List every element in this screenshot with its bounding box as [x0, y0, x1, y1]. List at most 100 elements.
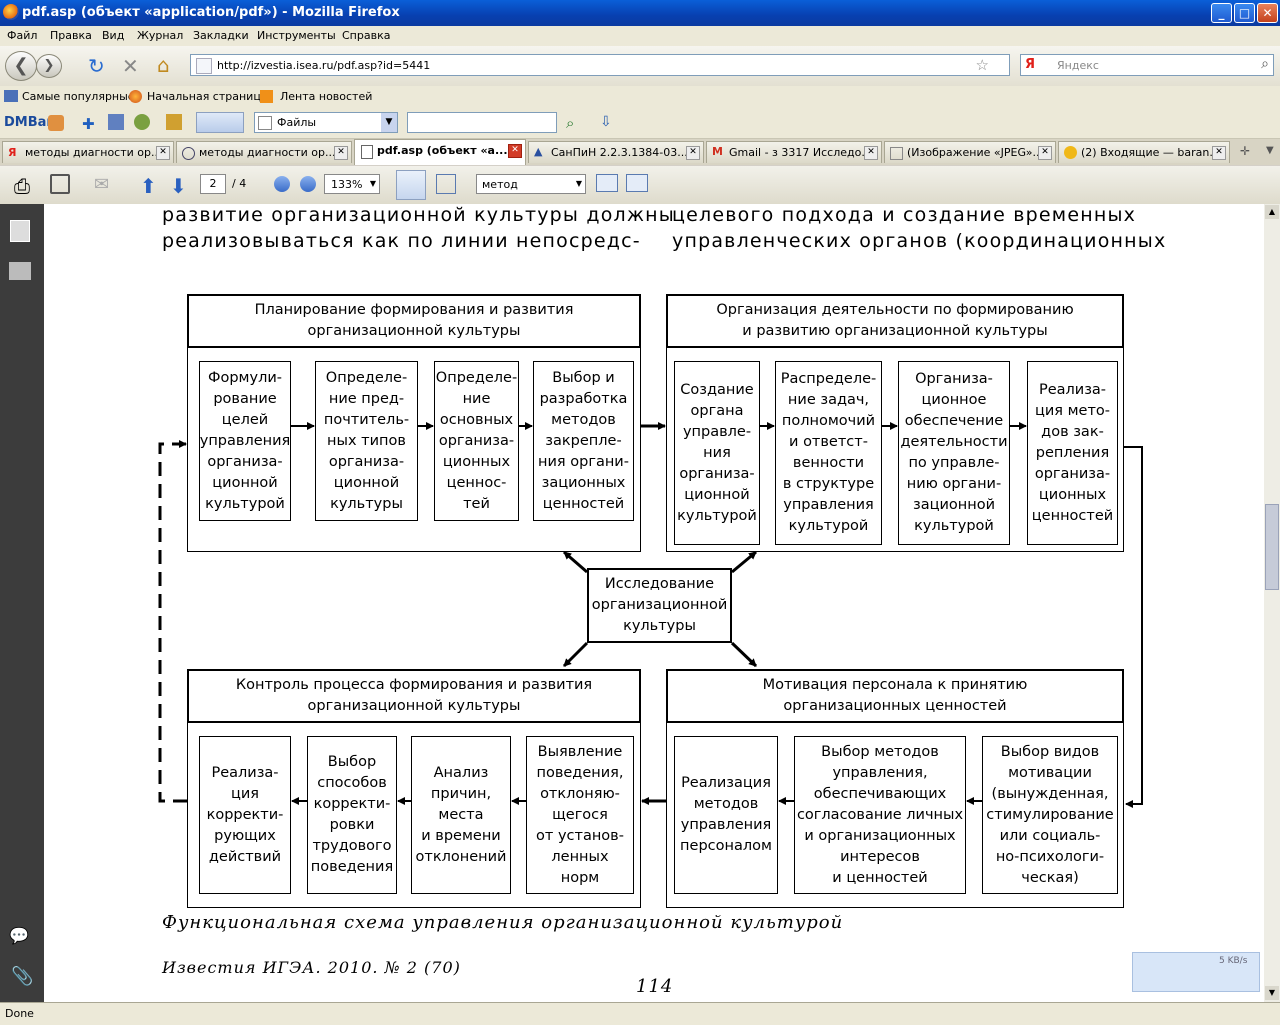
back-button[interactable]: ❮: [5, 51, 37, 81]
close-icon[interactable]: ✕: [508, 144, 522, 158]
menu-help[interactable]: Справка: [342, 29, 391, 42]
close-icon[interactable]: ✕: [864, 146, 878, 160]
vertical-scrollbar[interactable]: ▲ ▼: [1264, 204, 1280, 1002]
research-box: Исследование организационной культуры: [587, 568, 732, 643]
tab-label: СанПиН 2.2.3.1384-03...: [551, 146, 688, 159]
scroll-thumb[interactable]: [1265, 504, 1279, 590]
tab-item[interactable]: M Gmail - з 3317 Исследо... ✕: [706, 141, 882, 163]
home-icon[interactable]: ⌂: [157, 53, 170, 77]
tab-item[interactable]: методы диагности ор... ✕: [176, 141, 352, 163]
chevron-down-icon: ▼: [369, 179, 376, 188]
tab-list-icon[interactable]: ▼: [1266, 145, 1274, 156]
close-icon[interactable]: ✕: [1212, 146, 1226, 160]
planning-box-2: Определе- ние пред- почтитель- ных типов…: [315, 361, 418, 521]
dmbar-toolbar: DMBar ✚ Файлы ▼ ⌕ ⇩: [0, 108, 1280, 139]
page-icon: [361, 145, 373, 159]
close-icon[interactable]: ✕: [686, 146, 700, 160]
files-dropdown-value: Файлы: [277, 116, 317, 129]
comments-icon[interactable]: 💬: [9, 926, 29, 945]
dmbar-search-input[interactable]: [407, 112, 557, 133]
menu-bookmarks[interactable]: Закладки: [193, 29, 249, 42]
new-tab-icon[interactable]: ✛: [1240, 144, 1251, 158]
save-icon[interactable]: [50, 174, 70, 194]
previous-page-icon[interactable]: ⬆: [140, 174, 157, 198]
bookmark-news-feed[interactable]: Лента новостей: [280, 90, 373, 103]
stop-icon[interactable]: ✕: [122, 54, 139, 78]
diagram-arrows: [158, 422, 1143, 808]
tab-item[interactable]: (Изображение «JPEG»... ✕: [884, 141, 1056, 163]
download-speed-widget: 5 KB/s: [1132, 952, 1260, 992]
fit-page-icon[interactable]: [436, 174, 456, 194]
figure-caption: Функциональная схема управления организа…: [162, 912, 844, 933]
find-previous-icon[interactable]: [596, 174, 618, 192]
close-button[interactable]: ✕: [1257, 3, 1278, 23]
forward-button[interactable]: ❯: [36, 54, 62, 78]
page-number-input[interactable]: 2: [200, 174, 226, 194]
find-input[interactable]: метод ▼: [476, 174, 586, 194]
bookmark-folder-icon: [4, 90, 18, 102]
planning-box-3: Определе- ние основных организа- ционных…: [434, 361, 519, 521]
zoom-out-icon[interactable]: [274, 176, 290, 192]
firefox-icon: [3, 4, 19, 20]
pages-icon[interactable]: [10, 220, 30, 242]
attachment-icon[interactable]: 📎: [11, 966, 34, 987]
bookmark-start-page[interactable]: Начальная страница: [147, 90, 268, 103]
menu-history[interactable]: Журнал: [137, 29, 184, 42]
tab-item[interactable]: pdf.asp (объект «а... ✕: [354, 139, 526, 165]
close-icon[interactable]: ✕: [334, 146, 348, 160]
search-icon[interactable]: ⌕: [566, 114, 575, 132]
scroll-up-icon[interactable]: ▲: [1265, 205, 1279, 219]
minimize-button[interactable]: _: [1211, 3, 1232, 23]
zoom-in-icon[interactable]: [300, 176, 316, 192]
yandex-icon[interactable]: Я: [1025, 57, 1036, 72]
windows-icon[interactable]: [108, 114, 124, 130]
menu-view[interactable]: Вид: [102, 29, 125, 42]
page-total: / 4: [232, 177, 247, 190]
maximize-button[interactable]: □: [1234, 3, 1255, 23]
reload-icon[interactable]: ↻: [88, 54, 105, 78]
hand-button[interactable]: [196, 112, 244, 133]
journal-footer: Известия ИГЭА. 2010. № 2 (70): [162, 958, 461, 977]
next-page-icon[interactable]: ⬇: [170, 174, 187, 198]
globe-icon[interactable]: [134, 114, 150, 130]
menu-edit[interactable]: Правка: [50, 29, 92, 42]
warning-icon: ▲: [534, 145, 543, 158]
scroll-down-icon[interactable]: ▼: [1265, 986, 1279, 1000]
add-icon[interactable]: ✚: [82, 115, 95, 133]
tab-label: pdf.asp (объект «а...: [377, 144, 508, 157]
url-bar[interactable]: http://izvestia.isea.ru/pdf.asp?id=5441 …: [190, 54, 1010, 76]
zoom-value: 133%: [331, 178, 363, 191]
files-dropdown[interactable]: Файлы ▼: [254, 112, 398, 133]
print-icon[interactable]: ⎙: [14, 174, 30, 198]
dmbar-icon[interactable]: [48, 115, 64, 131]
menu-tools[interactable]: Инструменты: [257, 29, 336, 42]
star-icon[interactable]: ☆: [975, 56, 989, 74]
tab-label: (Изображение «JPEG»...: [907, 146, 1043, 159]
chevron-down-icon[interactable]: ▼: [381, 113, 397, 132]
search-icon[interactable]: ⌕: [1261, 56, 1269, 72]
body-text-left-2: реализовываться как по линии непосредс-: [162, 230, 641, 252]
binoculars-icon[interactable]: [9, 262, 31, 280]
tab-label: методы диагности ор...: [199, 146, 336, 159]
close-icon[interactable]: ✕: [156, 146, 170, 160]
bookmark-popular[interactable]: Самые популярные: [22, 90, 135, 103]
mail-icon: [1064, 146, 1077, 159]
download-speed: 5 KB/s: [1219, 956, 1248, 966]
motivation-box-1: Реализация методов управления персоналом: [674, 736, 778, 894]
close-icon[interactable]: ✕: [1038, 146, 1052, 160]
zoom-select[interactable]: 133% ▼: [324, 174, 380, 194]
menu-file[interactable]: Файл: [7, 29, 38, 42]
search-box[interactable]: Я Яндекс ⌕: [1020, 54, 1274, 76]
tab-item[interactable]: Я методы диагности ор... ✕: [2, 141, 174, 163]
download-icon[interactable]: ⇩: [600, 114, 612, 130]
tab-item[interactable]: (2) Входящие — baran... ✕: [1058, 141, 1230, 163]
page-icon: [196, 58, 212, 74]
tab-item[interactable]: ▲ СанПиН 2.2.3.1384-03... ✕: [528, 141, 704, 163]
find-next-icon[interactable]: [626, 174, 648, 192]
email-icon[interactable]: ✉: [94, 174, 110, 195]
motivation-box-3: Выбор видов мотивации (вынужденная, стим…: [982, 736, 1118, 894]
fit-width-button[interactable]: [396, 170, 426, 200]
url-text: http://izvestia.isea.ru/pdf.asp?id=5441: [217, 59, 431, 72]
organization-header: Организация деятельности по формированию…: [666, 294, 1124, 348]
tools-icon[interactable]: [166, 114, 182, 130]
